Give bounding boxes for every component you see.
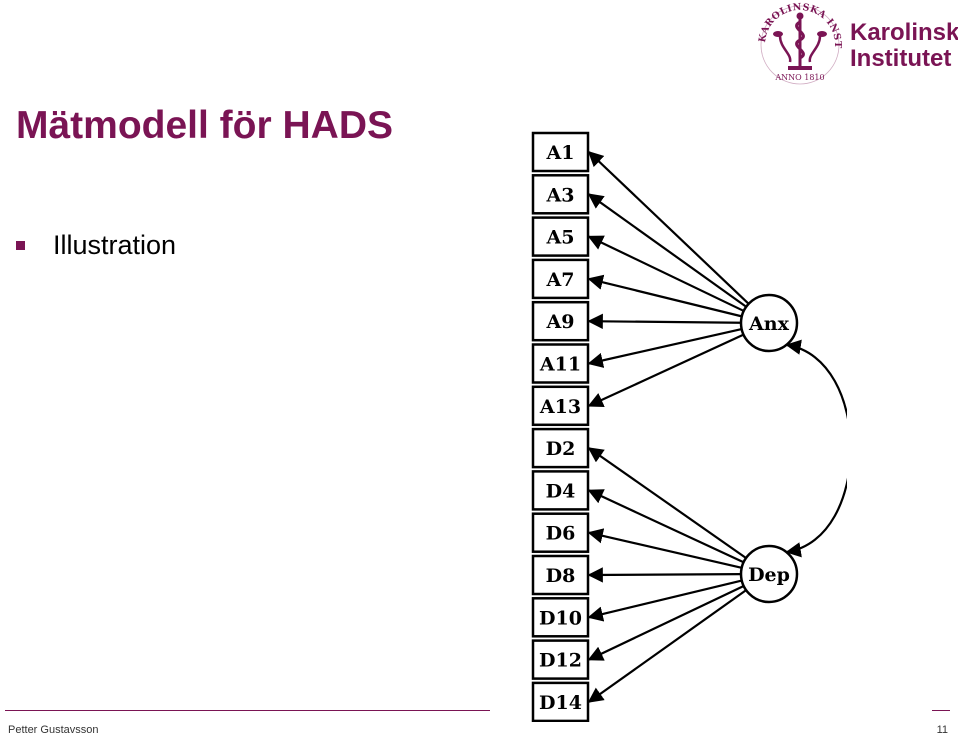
item-box-d10: D10 [531,597,590,638]
item-label-a11: A11 [539,354,581,376]
karolinska-logo: KAROLINSKA INSTITUTET ANNO 1810 Karolins… [758,2,958,85]
logo-name-line1: Karolinska [850,19,958,46]
item-box-d8: D8 [531,554,590,596]
item-label-d2: D2 [546,438,576,460]
item-label-d8: D8 [546,565,576,587]
item-box-a9: A9 [531,300,590,342]
loading-arrow-dep-d2 [587,447,747,559]
item-box-d4: D4 [531,470,590,511]
page-title: Mätmodell för HADS [16,104,394,147]
item-label-a9: A9 [546,311,575,333]
item-label-d6: D6 [546,523,576,545]
item-box-a3: A3 [531,174,590,215]
item-box-d14: D14 [531,681,590,722]
item-label-a1: A1 [546,142,575,164]
loading-arrow-anx-a7 [587,274,743,318]
factor-label-anx: Anx [748,313,790,335]
item-label-d14: D14 [539,692,582,714]
footer-divider [5,710,490,711]
item-label-a7: A7 [546,269,575,291]
svg-text:ANNO 1810: ANNO 1810 [774,73,824,82]
factor-dep: Dep [739,544,799,604]
loading-arrow-dep-d12 [587,584,745,661]
page-number: 11 [936,724,948,736]
loading-arrow-dep-d8 [587,567,742,583]
item-box-d2: D2 [531,427,590,469]
item-box-a7: A7 [531,258,590,300]
item-box-a5: A5 [531,216,590,257]
loading-arrow-anx-a13 [587,333,744,407]
loading-arrow-anx-a9 [587,313,742,330]
factor-label-dep: Dep [748,564,790,586]
loading-arrow-anx-a3 [587,193,747,308]
loading-arrow-dep-d4 [587,489,745,564]
item-label-d10: D10 [539,607,582,629]
footer-author: Petter Gustavsson [8,724,99,736]
item-box-a13: A13 [531,385,590,427]
item-box-a1: A1 [531,131,590,173]
square-bullet-icon [16,241,25,250]
item-label-a3: A3 [546,184,575,206]
item-label-d4: D4 [546,480,576,502]
footer-divider-short [932,710,950,711]
item-label-d12: D12 [539,650,582,672]
bullet-text: Illustration [53,230,177,260]
loading-arrow-anx-a11 [587,328,742,368]
factor-anx: Anx [739,293,799,353]
correlation-arrow-anx-dep [785,339,847,558]
item-label-a13: A13 [539,396,581,418]
loading-arrow-dep-d6 [587,528,742,569]
seal-icon: KAROLINSKA INSTITUTET ANNO 1810 [758,2,843,85]
loading-arrow-anx-a5 [587,235,745,312]
loading-arrow-anx-a1 [587,150,750,305]
loading-arrow-dep-d10 [587,579,743,622]
bullet-item: Illustration [16,232,176,259]
item-box-a11: A11 [531,343,590,384]
item-box-d12: D12 [531,639,590,680]
item-box-d6: D6 [531,512,590,553]
loading-arrow-dep-d14 [587,589,747,703]
item-label-a5: A5 [546,227,575,249]
logo-name-line2: Institutet [850,45,951,72]
